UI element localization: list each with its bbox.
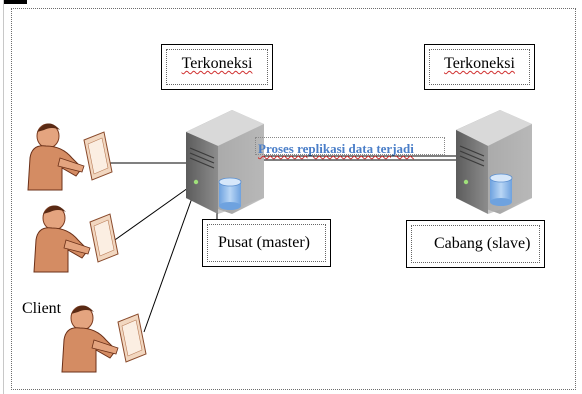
connected-master-label: Terkoneksi [181, 55, 253, 72]
slave-database-icon [489, 173, 513, 206]
slave-box: Cabang (slave) [406, 220, 545, 268]
connected-slave-inner: Terkoneksi [429, 49, 530, 85]
connected-slave-label: Terkoneksi [444, 55, 515, 72]
client-person-icon-2 [33, 205, 119, 273]
master-label: Pusat (master) [218, 234, 310, 251]
page-left-rule [3, 0, 4, 394]
link-client3-master [143, 197, 193, 333]
page-top-rule [3, 0, 27, 4]
master-inner: Pusat (master) [207, 224, 326, 262]
slave-label: Cabang (slave) [434, 235, 531, 252]
replication-label-frame [255, 137, 445, 155]
connected-master-box: Terkoneksi [161, 44, 273, 90]
connected-master-inner: Terkoneksi [166, 49, 268, 85]
client-person-icon-3 [61, 305, 147, 373]
master-database-icon [218, 177, 242, 210]
client-label: Client [22, 300, 62, 317]
link-client2-master [111, 187, 189, 243]
client-person-icon-1 [27, 123, 113, 191]
master-box: Pusat (master) [202, 219, 331, 267]
replication-text: Proses replikasi data terjadi [258, 141, 414, 156]
connected-slave-box: Terkoneksi [424, 44, 535, 90]
slave-inner: Cabang (slave) [411, 225, 540, 263]
diagram-frame [11, 8, 576, 390]
replication-label: Proses replikasi data terjadi [258, 141, 414, 157]
